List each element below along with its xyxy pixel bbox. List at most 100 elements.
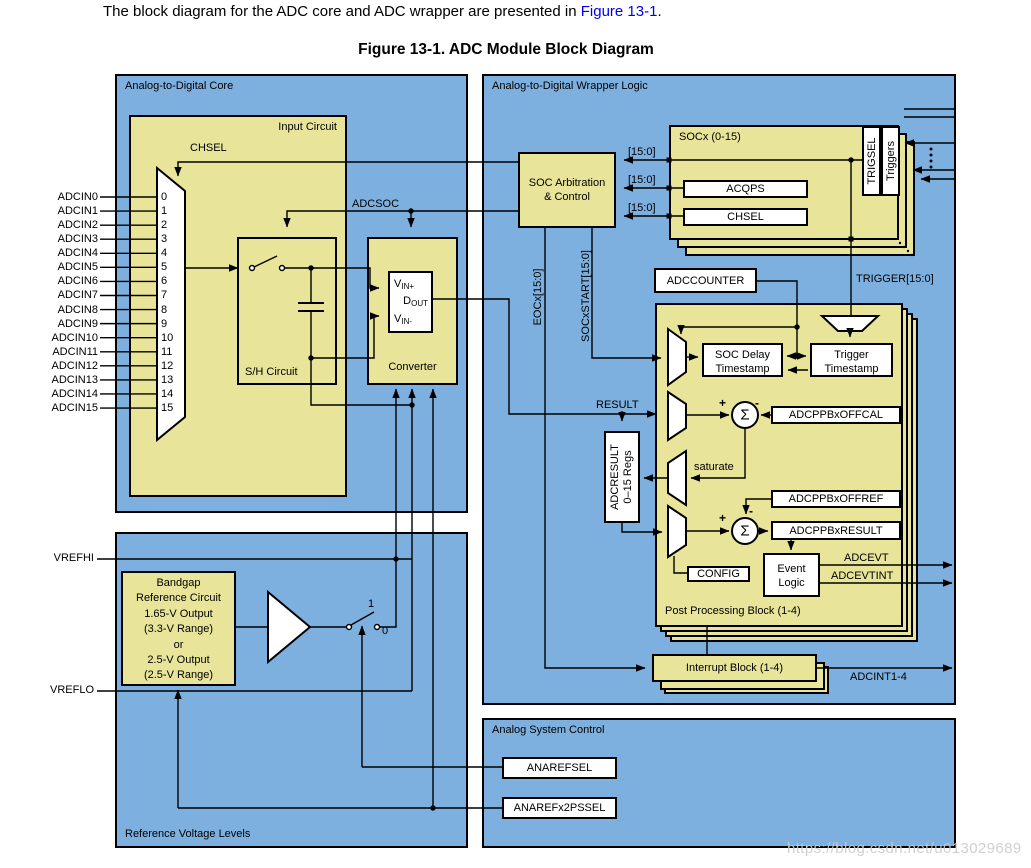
figure-link[interactable]: Figure 13-1 [580,3,658,20]
adcin-pin-label: ADCIN2 [57,219,98,232]
adcevt-label: ADCEVT [844,552,889,564]
mux-input-number: 9 [161,317,168,330]
adcin-pin-label: ADCIN1 [57,205,98,218]
input-circuit-label: Input Circuit [278,121,337,133]
adcin-pin-label: ADCIN13 [51,373,98,386]
chsel-wire-label: CHSEL [190,142,227,154]
anarefsel-register: ANAREFSEL [502,757,617,779]
sigma-symbol: Σ [740,522,750,540]
wrapper-panel-label: Analog-to-Digital Wrapper Logic [492,80,648,92]
mux-input-number: 8 [161,303,168,316]
trigsel-label: TRIGSEL [865,137,878,185]
mux-input-number: 7 [161,289,168,302]
bandgap-line: Reference Circuit [136,592,221,605]
interrupt-block: Interrupt Block (1-4) [652,654,817,682]
bandgap-line: 1.65-V Output [144,607,213,620]
mux-input-number: 11 [161,345,173,358]
adcin-pin-label: ADCIN12 [51,359,98,372]
figure-title: Figure 13-1. ADC Module Block Diagram [358,41,654,58]
bandgap-line: (3.3-V Range) [143,623,214,636]
result-label: RESULT [596,399,639,411]
socxstart-label: SOCxSTART[15:0] [580,250,592,342]
soc-arbitration-line1: SOC Arbitration [528,177,606,189]
mux-input-number: 12 [161,359,174,372]
config-register: CONFIG [687,566,750,582]
bandgap-block: Bandgap Reference Circuit 1.65-V Output … [121,571,236,686]
adcppbxoffcal-register: ADCPPBxOFFCAL [771,406,901,424]
adcsoc-wire-label: ADCSOC [352,198,400,210]
minus-sign: - [749,504,753,518]
adccounter-box: ADCCOUNTER [654,268,757,293]
eocx-label: EOCx[15:0] [532,268,544,326]
adcint-label: ADCINT1-4 [850,671,907,683]
sh-circuit-label: S/H Circuit [245,366,298,378]
intro-text: The block diagram for the ADC core and A… [103,3,581,20]
intro-text-after: . [657,3,662,20]
bandgap-line: 2.5-V Output [147,654,210,667]
sh-circuit-block: S/H Circuit [237,237,337,385]
mux-input-number: 14 [161,387,174,400]
mux-input-number: 4 [161,247,168,260]
bandgap-line: or [173,638,184,651]
adcppbxoffref-register: ADCPPBxOFFREF [771,490,901,508]
mux-input-number: 0 [161,191,168,203]
mux-input-number: 2 [161,219,168,232]
dout-pin: DOUT [403,295,428,308]
adcin-pin-label: ADCIN8 [57,303,98,316]
socx-label: SOCx (0-15) [679,131,741,143]
mux-input-number: 1 [161,205,168,218]
soc-arbitration-block: SOC Arbitration & Control [518,152,616,228]
adcin-pin-label: ADCIN7 [57,289,98,302]
adcin-pin-label: ADCIN6 [57,275,98,288]
triggers-box: Triggers [881,126,900,196]
anarefx2pssel-register: ANAREFx2PSSEL [502,797,617,819]
vin-minus-pin: VIN- [394,313,413,326]
adcevtint-label: ADCEVTINT [831,570,894,582]
adcin-pin-label: ADCIN9 [57,317,98,330]
watermark: https://blog.csdn.net/u013029689 [787,840,1022,857]
adcin-pin-label: ADCIN10 [51,331,98,344]
sigma-symbol: Σ [740,406,750,424]
mux-input-number: 5 [161,261,168,274]
converter-core-box: VIN+ DOUT VIN- [388,271,433,333]
bus-label-2: [15:0] [628,174,656,186]
adcin-pin-label: ADCIN4 [57,247,98,260]
acqps-register: ACQPS [683,180,808,198]
intro-paragraph: The block diagram for the ADC core and A… [103,3,662,20]
bus-label-3: [15:0] [628,202,656,214]
adcppbxresult-register: ADCPPBxRESULT [771,521,901,540]
vreflo-pin-label: VREFLO [49,684,94,696]
bandgap-line: (2.5-V Range) [143,669,214,682]
trigger-bus-label: TRIGGER[15:0] [856,273,934,285]
adcin-pin-label: ADCIN15 [51,402,98,415]
adcin-pin-label: ADCIN11 [52,345,98,358]
adcin-pin-label: ADCIN14 [51,387,98,400]
plus-sign: + [719,511,727,525]
switch-position-1: 1 [368,598,375,610]
converter-label: Converter [388,361,437,373]
switch-position-0: 0 [382,625,389,637]
mux-input-number: 13 [161,373,174,386]
ppb-label: Post Processing Block (1-4) [665,605,801,617]
mux-input-number: 10 [161,331,174,344]
bus-label-1: [15:0] [628,146,656,158]
adcin-pin-label: ADCIN5 [57,261,98,274]
mux-input-number: 6 [161,275,168,288]
vin-plus-pin: VIN+ [394,278,415,291]
chsel-register: CHSEL [683,208,808,226]
plus-sign: + [719,396,727,410]
interrupt-block-label: Interrupt Block (1-4) [685,662,784,674]
reference-panel-label: Reference Voltage Levels [125,828,251,840]
bandgap-line: Bandgap [156,577,201,589]
mux-input-number: 15 [161,402,174,415]
core-panel-label: Analog-to-Digital Core [125,80,234,92]
adcin-pin-label: ADCIN0 [57,191,98,203]
adcin-pin-label: ADCIN3 [57,233,98,246]
minus-sign: - [755,396,759,410]
vrefhi-pin-label: VREFHI [53,552,94,564]
